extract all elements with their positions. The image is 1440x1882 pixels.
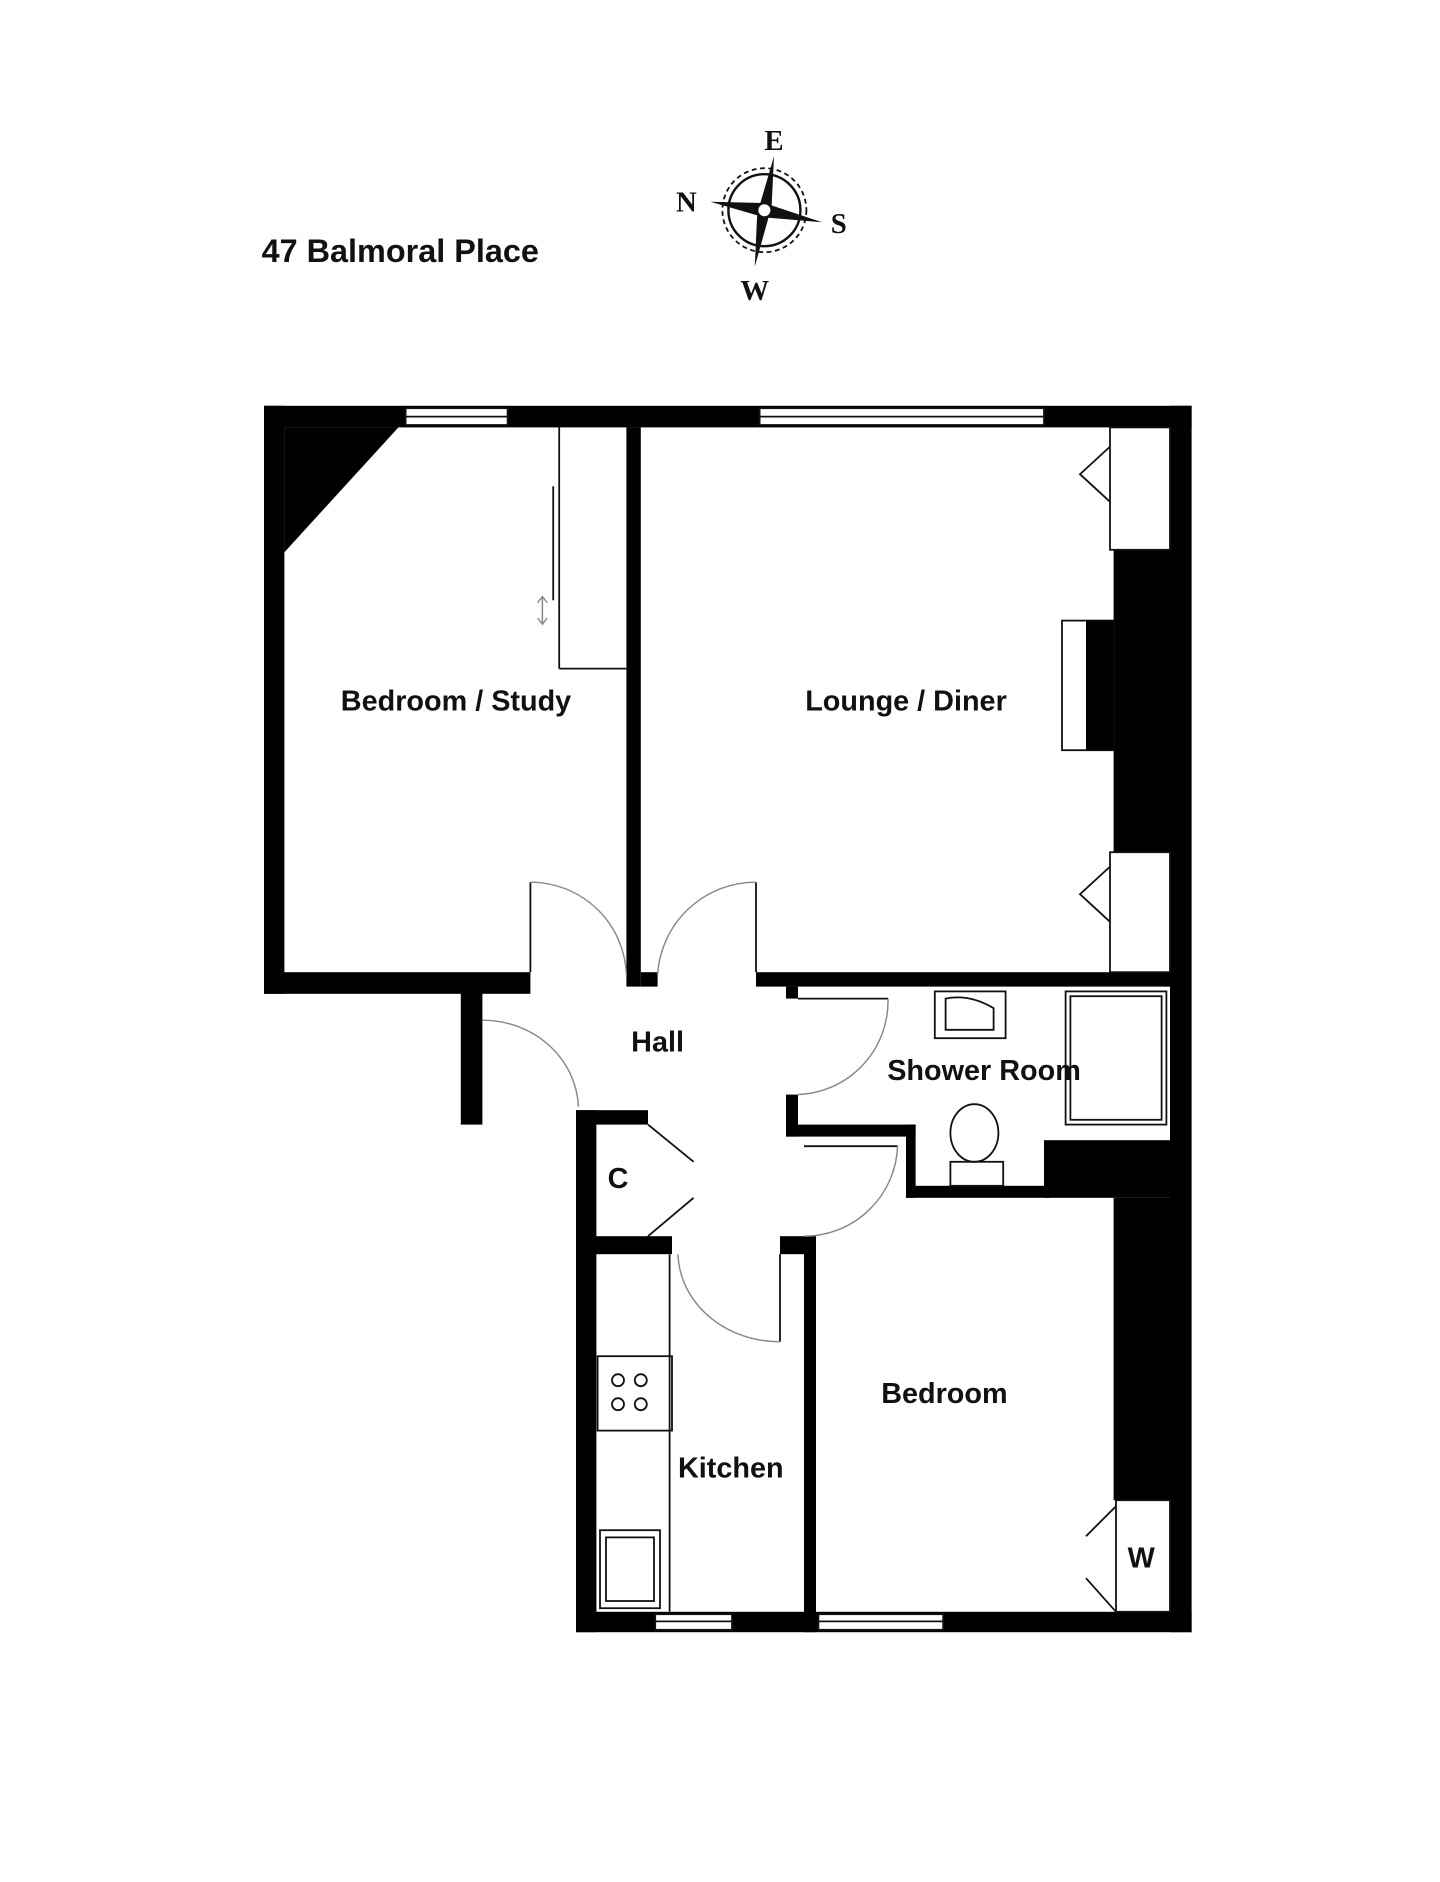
fixtures	[537, 426, 1171, 1613]
room-label-hall: Hall	[631, 1026, 684, 1058]
walls	[264, 405, 1192, 1633]
compass-east: E	[764, 125, 783, 157]
room-label-bedroom: Bedroom	[881, 1378, 1007, 1410]
doors	[482, 881, 899, 1343]
compass-west: W	[740, 275, 769, 307]
property-title: 47 Balmoral Place	[262, 233, 539, 269]
room-label-wardrobe: W	[1128, 1542, 1156, 1574]
compass-icon: E N S W	[676, 125, 847, 307]
compass-south: S	[831, 208, 847, 240]
room-label-shower-room: Shower Room	[887, 1055, 1081, 1087]
room-label-cupboard: C	[608, 1163, 629, 1195]
compass-north: N	[676, 186, 697, 218]
room-label-kitchen: Kitchen	[678, 1452, 784, 1484]
room-labels: Bedroom / Study Lounge / Diner Hall Show…	[341, 686, 1156, 1575]
windows	[404, 407, 1045, 1631]
room-label-bedroom-study: Bedroom / Study	[341, 686, 571, 718]
room-label-lounge-diner: Lounge / Diner	[805, 686, 1007, 718]
